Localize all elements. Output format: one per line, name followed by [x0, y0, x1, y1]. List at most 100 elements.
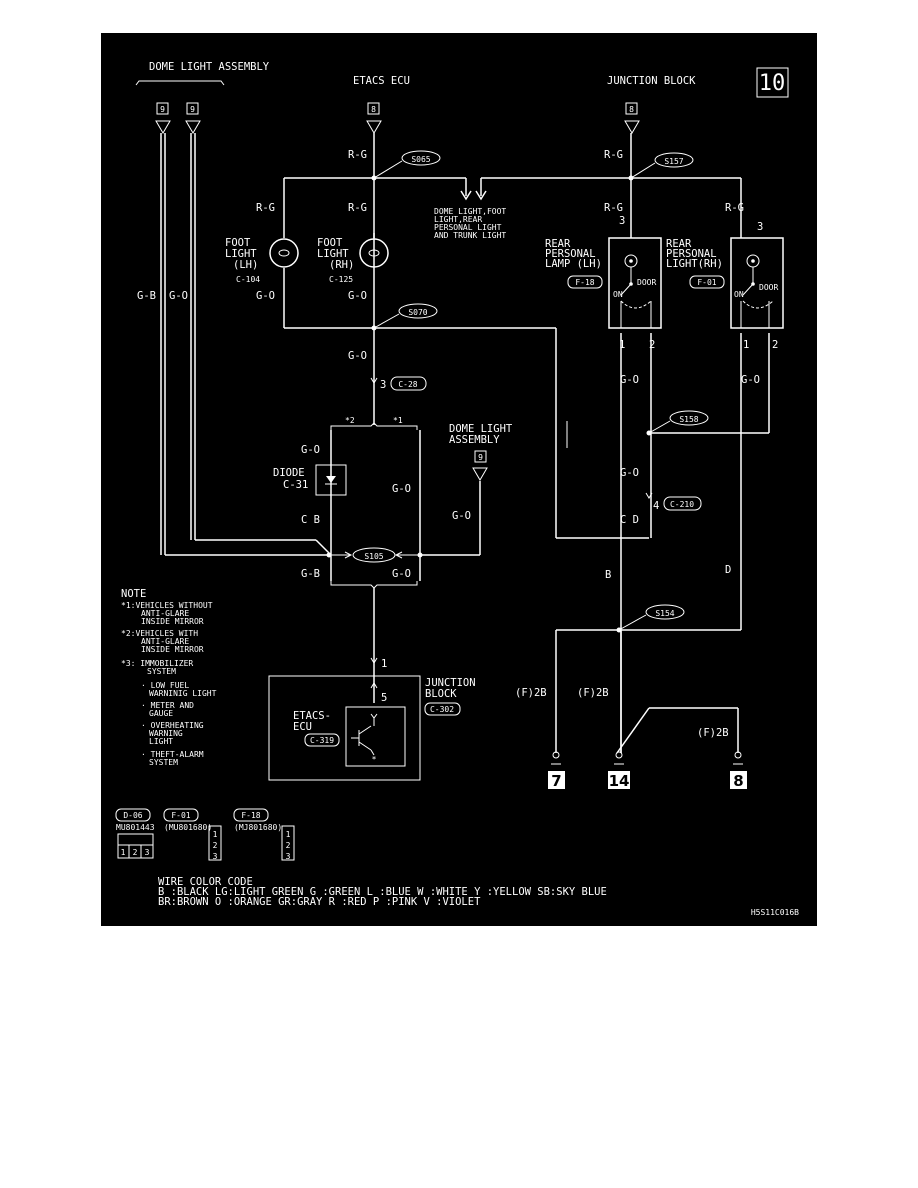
svg-text:C-302: C-302: [430, 705, 454, 714]
rear-personal-lamp-lh: REAR PERSONAL LAMP (LH) F-18 DOOR ON 3 1…: [545, 215, 662, 351]
svg-text:1: 1: [619, 339, 625, 351]
dome-pin-box-2: [186, 102, 199, 115]
svg-text:*: *: [372, 755, 377, 764]
note-block: NOTE *1:VEHICLES WITHOUT ANTI-GLARE INSI…: [121, 588, 217, 767]
svg-text:G-B: G-B: [301, 568, 320, 580]
svg-text:AND TRUNK LIGHT: AND TRUNK LIGHT: [434, 231, 506, 240]
svg-text:3: 3: [380, 379, 386, 391]
svg-text:FOOT: FOOT: [317, 237, 343, 249]
svg-text:14: 14: [609, 772, 630, 790]
wiring-diagram: 10 DOME LIGHT ASSEMBLY 9 9 ETACS ECU 8 J…: [101, 33, 817, 926]
svg-text:INSIDE MIRROR: INSIDE MIRROR: [141, 645, 204, 654]
svg-text:S105: S105: [364, 552, 383, 561]
splice-s157: S157: [630, 152, 694, 179]
svg-text:S065: S065: [411, 155, 430, 164]
svg-text:GAUGE: GAUGE: [149, 709, 173, 718]
svg-text:ECU: ECU: [293, 721, 312, 733]
svg-text:*3: IMMOBILIZER: *3: IMMOBILIZER: [121, 659, 193, 668]
svg-text:DOME LIGHT: DOME LIGHT: [449, 423, 513, 435]
svg-text:C-125: C-125: [329, 275, 353, 284]
svg-text:· LOW FUEL: · LOW FUEL: [141, 681, 189, 690]
svg-text:(F)2B: (F)2B: [577, 687, 609, 699]
svg-text:(RH): (RH): [329, 259, 354, 271]
svg-text:LAMP (LH): LAMP (LH): [545, 258, 602, 270]
svg-text:MU801443: MU801443: [116, 823, 155, 832]
svg-text:G-O: G-O: [741, 374, 760, 386]
svg-text:F-01: F-01: [171, 811, 190, 820]
foot-light-lh: FOOT LIGHT (LH) C-104: [225, 237, 299, 284]
svg-text:F-18: F-18: [241, 811, 260, 820]
svg-text:9: 9: [190, 105, 195, 114]
svg-text:3: 3: [619, 215, 625, 227]
svg-text:INSIDE MIRROR: INSIDE MIRROR: [141, 617, 204, 626]
svg-text:1: 1: [743, 339, 749, 351]
svg-text:BR:BROWN O :ORANGE G: BR:BROWN O :ORANGE GR:GRAY R :RED P :PIN…: [158, 896, 481, 908]
svg-text:B :BLACK LG:LIGHT GREEN G: B :BLACK LG:LIGHT GREEN G :GREEN L :BLUE…: [158, 886, 607, 898]
junction-block-lower: JUNCTION BLOCK C-302 5 ETACS- ECU C-319 …: [268, 675, 476, 781]
svg-text:B: B: [605, 569, 611, 581]
svg-text:LIGHT,REAR: LIGHT,REAR: [434, 215, 482, 224]
svg-text:ASSEMBLY: ASSEMBLY: [449, 434, 500, 446]
splice-s105: S105: [326, 547, 423, 563]
diode-block: DIODE C-31: [273, 422, 421, 589]
connector-view-f01: F-01 (MU801680) 1 2 3: [163, 808, 222, 861]
svg-text:4: 4: [653, 500, 659, 512]
svg-text:S157: S157: [664, 157, 683, 166]
svg-text:R-G: R-G: [604, 202, 623, 214]
dome-connector-icon: [155, 120, 201, 134]
svg-text:(F)2B: (F)2B: [697, 727, 729, 739]
svg-text:R-G: R-G: [604, 149, 623, 161]
svg-text:G-B: G-B: [137, 290, 156, 302]
svg-text:*2:VEHICLES WITH: *2:VEHICLES WITH: [121, 629, 198, 638]
dome-pin-box-1: [156, 102, 169, 115]
svg-text:9: 9: [478, 453, 483, 462]
svg-text:JUNCTION: JUNCTION: [425, 677, 476, 689]
svg-text:8: 8: [733, 772, 743, 790]
connector-view-f18: F-18 (MJ801680) 1 2 3: [233, 808, 295, 861]
etacs-connector-icon: [366, 120, 382, 134]
svg-text:C-28: C-28: [398, 380, 417, 389]
splice-s158: S158: [648, 410, 709, 434]
svg-text:3: 3: [213, 852, 218, 861]
svg-text:DOME LIGHT ASSEMBLY: DOME LIGHT ASSEMBLY: [149, 61, 270, 73]
svg-text:C B: C B: [301, 514, 320, 526]
svg-text:REAR: REAR: [545, 238, 571, 250]
svg-text:S154: S154: [655, 609, 674, 618]
svg-text:8: 8: [629, 105, 634, 114]
connector-view-d06: D-06 MU801443 1 2 3: [115, 808, 155, 859]
svg-text:C-104: C-104: [236, 275, 260, 284]
svg-text:(MJ801680): (MJ801680): [234, 823, 282, 832]
svg-text:DOOR: DOOR: [759, 283, 778, 292]
svg-text:REAR: REAR: [666, 238, 692, 250]
svg-text:WIRE COLOR CODE: WIRE COLOR CODE: [158, 876, 253, 888]
svg-text:ETACS-: ETACS-: [293, 710, 331, 722]
svg-text:1: 1: [213, 830, 218, 839]
rear-personal-light-rh: REAR PERSONAL LIGHT(RH) F-01 DOOR ON 3 1…: [666, 221, 784, 351]
svg-text:7: 7: [551, 772, 561, 790]
svg-text:G-O: G-O: [256, 290, 275, 302]
svg-text:2: 2: [772, 339, 778, 351]
svg-text:SYSTEM: SYSTEM: [147, 667, 176, 676]
svg-text:DIODE: DIODE: [273, 467, 305, 479]
svg-text:G-O: G-O: [392, 568, 411, 580]
etacs-top-label: ETACS ECU: [353, 75, 410, 87]
svg-text:3: 3: [286, 852, 291, 861]
ground-8: 8: [730, 751, 747, 790]
svg-text:G-O: G-O: [620, 467, 639, 479]
svg-text:3: 3: [757, 221, 763, 233]
svg-text:R-G: R-G: [725, 202, 744, 214]
svg-text:R-G: R-G: [256, 202, 275, 214]
svg-text:NOTE: NOTE: [121, 588, 146, 600]
svg-text:5: 5: [381, 692, 387, 704]
figure-id: H5S11C016B: [751, 908, 799, 917]
svg-text:S158: S158: [679, 415, 698, 424]
svg-text:3: 3: [145, 848, 150, 857]
svg-text:DOOR: DOOR: [637, 278, 656, 287]
svg-text:F-18: F-18: [575, 278, 594, 287]
svg-text:· METER AND: · METER AND: [141, 701, 194, 710]
svg-text:(F)2B: (F)2B: [515, 687, 547, 699]
svg-text:C-319: C-319: [310, 736, 334, 745]
svg-text:G-O: G-O: [392, 483, 411, 495]
splice-s065: S065: [373, 150, 441, 179]
svg-text:D: D: [725, 564, 731, 576]
